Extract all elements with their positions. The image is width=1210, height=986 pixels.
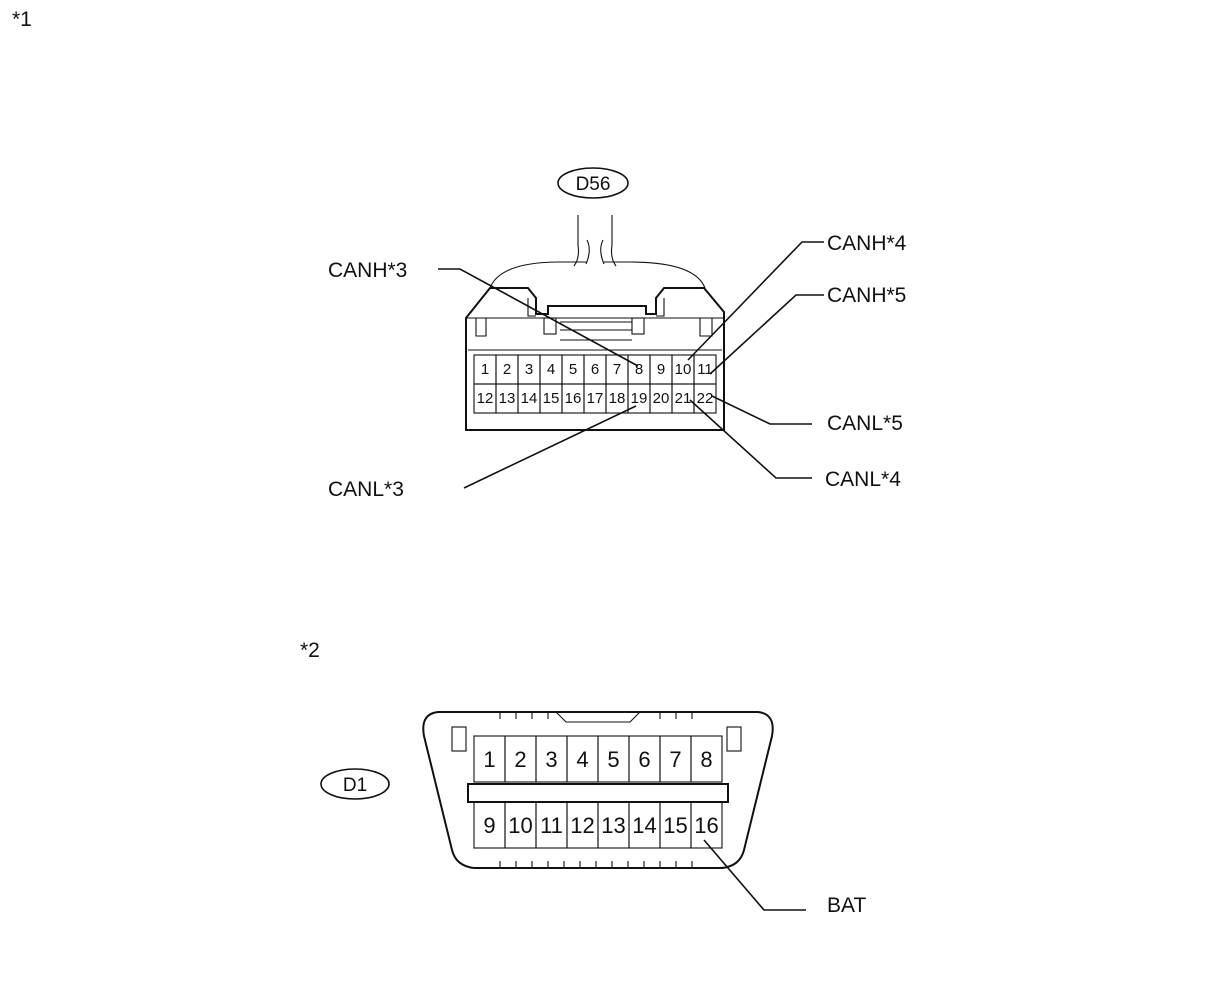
d1-pin-number: 14	[632, 813, 656, 838]
d56-tag: D56	[576, 174, 611, 195]
d56-pin-number: 18	[609, 390, 626, 407]
label-canl5: CANL*5	[827, 412, 903, 435]
d56-pin-number: 6	[591, 361, 599, 378]
d1-center-bar	[467, 783, 729, 803]
d1-pin-cell	[690, 801, 723, 849]
d1-pin-number: 9	[483, 813, 495, 838]
d56-housing	[465, 287, 725, 431]
d1-pin-number: 10	[508, 813, 532, 838]
d56-pin-number: 19	[631, 390, 648, 407]
label-canh5: CANH*5	[827, 284, 906, 307]
d56-pin-number: 10	[675, 361, 692, 378]
d56-pin-number: 2	[503, 361, 511, 378]
d1-pin-number: 15	[663, 813, 687, 838]
d56-pin-number: 14	[521, 390, 538, 407]
d56-pin-number: 8	[635, 361, 643, 378]
d1-pin-number: 13	[601, 813, 625, 838]
d56-pin-number: 17	[587, 390, 604, 407]
d1-pin-number: 1	[483, 747, 495, 772]
note-1: *1	[12, 8, 32, 31]
d56-pin-number: 11	[697, 361, 713, 378]
label-bat: BAT	[827, 894, 866, 917]
d1-pin-number: 12	[570, 813, 594, 838]
d1-pin-number: 16	[694, 813, 718, 838]
label-canh4: CANH*4	[827, 232, 907, 255]
d1-pin-number: 8	[700, 747, 712, 772]
d56-pin-number: 4	[547, 361, 555, 378]
d1-tag-oval	[320, 768, 390, 800]
label-canh3: CANH*3	[328, 259, 407, 282]
d1-pin-cell	[690, 735, 723, 783]
d56-leader-lines	[438, 241, 824, 489]
note-2: *2	[300, 639, 320, 662]
d1-leader-bat	[703, 839, 806, 911]
d56-pin-number: 15	[543, 390, 560, 407]
d56-pin-number: 3	[525, 361, 533, 378]
d1-pin-number: 11	[540, 813, 563, 838]
d56-pin-number: 5	[569, 361, 577, 378]
d56-wire-harness	[489, 215, 706, 289]
d1-pin-number: 3	[545, 747, 557, 772]
d1-pin-number: 4	[576, 747, 588, 772]
d56-pin-number: 1	[481, 361, 489, 378]
d1-shell-ticks	[499, 712, 693, 868]
label-canl3: CANL*3	[328, 478, 404, 501]
label-canl4: CANL*4	[825, 468, 901, 491]
d1-pin-number: 2	[514, 747, 526, 772]
d56-pin-number: 13	[499, 390, 516, 407]
d56-pin-number: 7	[613, 361, 621, 378]
d56-pin-number: 20	[653, 390, 670, 407]
d56-pin-number: 9	[657, 361, 665, 378]
d56-pin-number: 12	[477, 390, 494, 407]
d56-pin-number: 21	[675, 390, 692, 407]
d56-pin-number: 22	[697, 390, 714, 407]
d1-pin-number: 6	[638, 747, 650, 772]
d1-pin-number: 5	[607, 747, 619, 772]
d56-pin-number: 16	[565, 390, 582, 407]
d56-tag-oval	[557, 167, 629, 199]
d1-tag: D1	[343, 775, 367, 796]
d1-pin-number: 7	[669, 747, 681, 772]
